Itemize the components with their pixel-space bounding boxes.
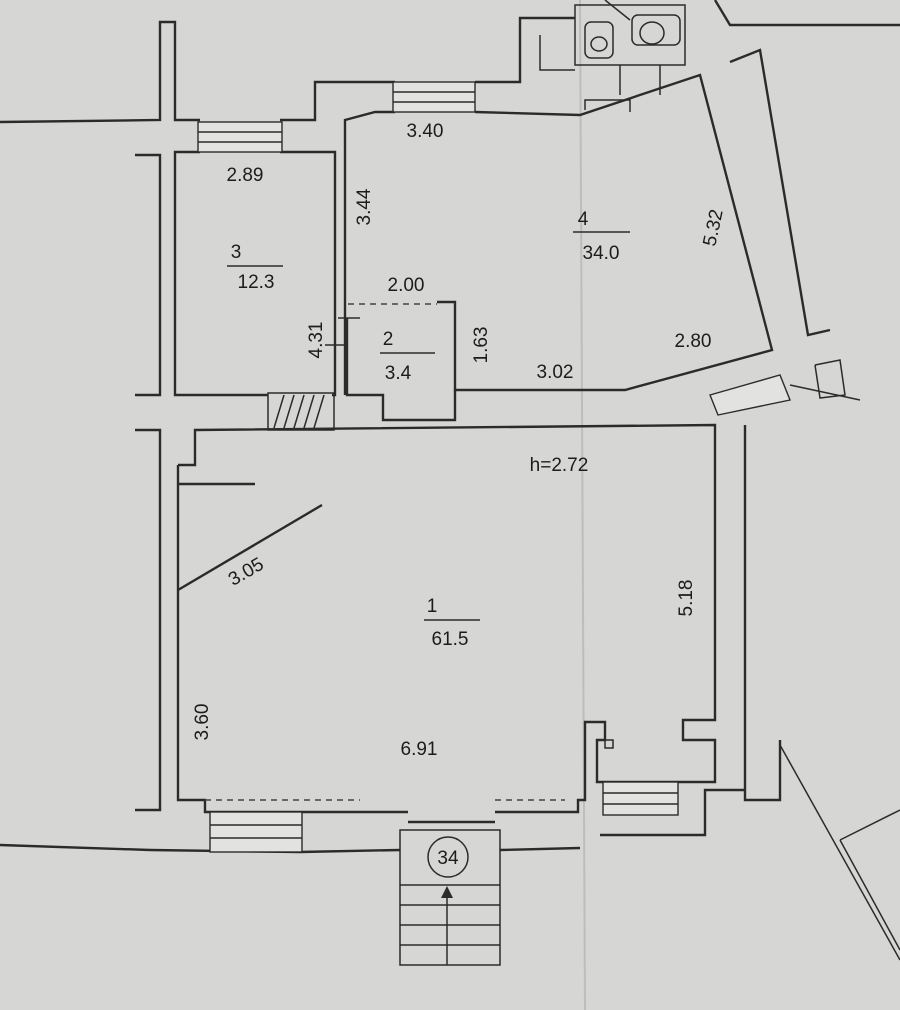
room-1-area: 61.5 — [432, 629, 469, 650]
room-3-walls — [173, 121, 345, 397]
room-2-label: 2 3.4 — [380, 329, 435, 384]
paper-fold-line — [579, 0, 586, 1010]
dim-room4-right: 5.32 — [700, 208, 728, 249]
room-4-label: 4 34.0 — [573, 209, 630, 264]
dim-room3-width: 2.89 — [227, 165, 264, 186]
room-2-area: 3.4 — [385, 363, 412, 384]
room-2-walls — [338, 303, 457, 422]
outer-walls — [0, 0, 900, 961]
room-3-number: 3 — [231, 242, 242, 263]
dim-room2-right: 1.63 — [471, 327, 492, 364]
right-side-windows — [709, 374, 791, 416]
entrance-number-circle — [427, 836, 469, 878]
dim-room1-right: 5.18 — [676, 580, 697, 617]
dim-room4-top: 3.40 — [407, 121, 444, 142]
entry-arrow-icon — [441, 886, 453, 898]
dim-room1-left: 3.60 — [192, 704, 213, 741]
room-4-area: 34.0 — [583, 243, 620, 264]
room-2-number: 2 — [383, 329, 394, 350]
room-1-number: 1 — [427, 596, 438, 617]
dim-room1-bottom: 6.91 — [401, 739, 438, 760]
room-1-label: 1 61.5 — [424, 596, 480, 650]
entrance-stairs — [399, 829, 501, 966]
dim-room4-bottom-right: 2.80 — [675, 331, 712, 352]
dim-room4-bottom: 3.02 — [537, 362, 574, 383]
room-3-area: 12.3 — [238, 272, 275, 293]
room-4-walls — [343, 73, 774, 395]
room-1-walls — [176, 423, 717, 853]
room-3-door-hatch — [267, 392, 335, 431]
dim-room4-left: 3.44 — [354, 188, 375, 225]
dim-room2-top: 2.00 — [388, 275, 425, 296]
ceiling-height: h=2.72 — [530, 455, 589, 476]
room-3-label: 3 12.3 — [227, 242, 283, 293]
room-4-number: 4 — [578, 209, 589, 230]
entrance-number: 34 — [437, 848, 459, 869]
dim-room3-height: 4.31 — [306, 322, 327, 359]
bathroom-fixtures — [574, 0, 686, 95]
